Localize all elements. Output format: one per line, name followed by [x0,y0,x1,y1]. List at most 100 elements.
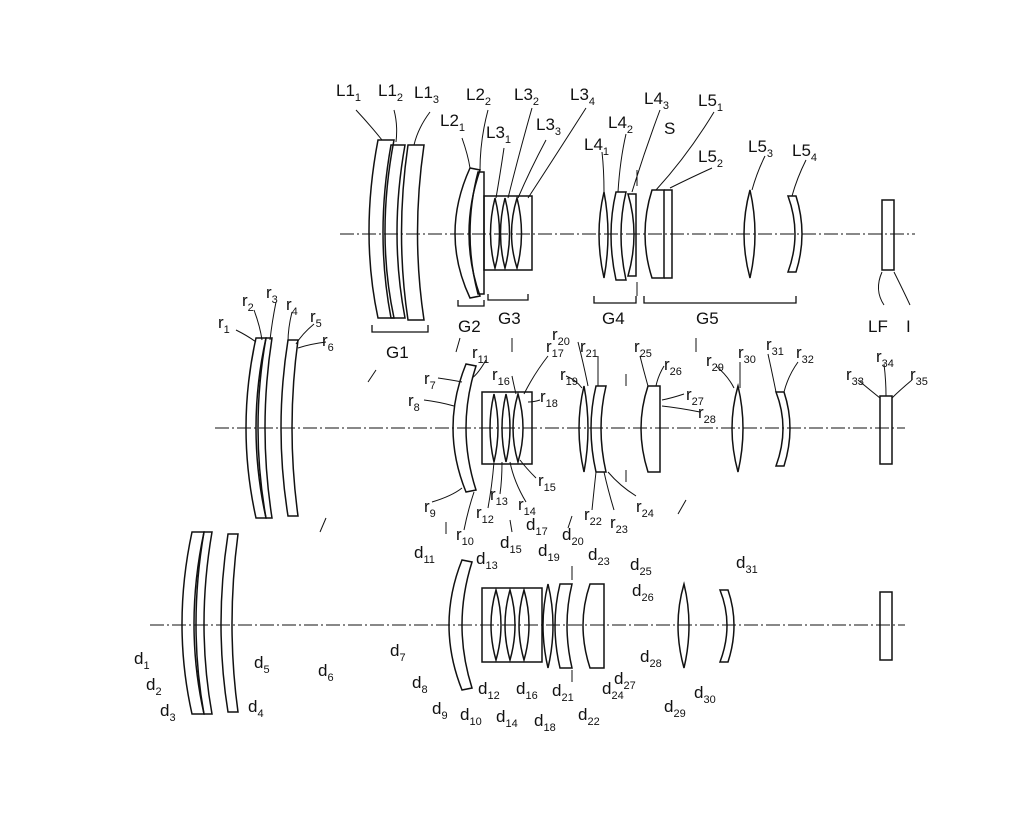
lens-row3-g4b [554,583,573,669]
label-surface-r27: r27 [686,385,704,408]
label-spacing-d4: d4 [248,697,264,720]
lead-i [893,271,911,306]
label-surface-r29: r29 [706,351,724,374]
lens-row3-g2 [448,559,473,691]
label-lens-l2-2: L22 [466,85,491,108]
lead-r35 [891,379,913,399]
label-lens-l3-2: L32 [514,85,539,108]
bracket-g2 [457,300,485,307]
label-spacing-d17: d17 [526,515,548,538]
label-surface-r33: r33 [846,365,864,388]
label-spacing-d8: d8 [412,673,428,696]
lead-r19 [565,375,583,389]
lead-r20 [577,341,589,387]
label-spacing-d24: d24 [602,679,624,702]
lead-l4-1 [601,151,605,193]
label-surface-r8: r8 [408,391,420,414]
lens-l4-3 [626,193,637,277]
label-surface-r34: r34 [876,347,894,370]
lead-r14 [509,461,527,503]
lead-l5-3 [751,155,766,191]
label-spacing-d2: d2 [146,675,162,698]
arrow-row2-b [455,337,461,353]
lead-l1-2 [393,109,398,143]
label-surface-r16: r16 [492,365,510,388]
lens-l5-3 [743,189,756,279]
lens-row3-g3c [518,587,530,663]
arrow-row2-h [509,519,513,533]
label-surface-r10: r10 [456,525,474,548]
label-surface-r18: r18 [540,387,558,410]
label-spacing-d30: d30 [694,683,716,706]
label-spacing-d13: d13 [476,549,498,572]
lead-r15 [519,459,537,479]
label-spacing-d1: d1 [134,649,150,672]
label-group-g4: G4 [602,309,625,328]
lens-row3-g5b [677,581,690,669]
label-surface-r7: r7 [424,369,436,392]
lead-r27 [661,393,685,401]
lead-r11 [471,359,487,379]
lens-l5-2 [664,189,673,279]
lens-r4-r6 [280,339,299,517]
lens-row3-g3b [504,587,516,663]
lead-l2-2 [479,109,489,171]
filter-row3 [879,591,893,661]
lead-r8 [423,399,455,407]
label-surface-r24: r24 [636,497,654,520]
lead-r17 [523,355,549,395]
label-surface-r17: r17 [546,337,564,360]
label-lens-l3-1: L31 [486,123,511,146]
label-lens-l4-2: L42 [608,113,633,136]
label-surface-r21: r21 [580,337,598,360]
label-surface-r15: r15 [538,471,556,494]
lens-l2-2 [469,171,485,295]
group-g3-lenses [483,195,533,271]
lead-r34 [883,363,887,397]
label-group-g1: G1 [386,343,409,362]
group-g5-lenses [644,189,803,279]
label-group-g2: G2 [458,317,481,336]
lead-l3-1 [495,147,505,199]
lens-row3-g5c [718,589,735,663]
lead-r5 [295,323,315,345]
label-spacing-d18: d18 [534,711,556,734]
lead-r24 [607,471,637,497]
lens-r29-r30 [731,383,744,473]
lens-l2-1 [454,167,481,299]
label-spacing-d5: d5 [254,653,270,676]
label-surface-r35: r35 [910,365,928,388]
label-lens-l1-2: L12 [378,81,403,104]
lens-r25-r27 [640,385,661,473]
label-surface-r28: r28 [698,403,716,426]
label-surface-r20: r20 [552,325,570,348]
label-surface-r30: r30 [738,343,756,366]
lens-l5-4 [786,195,803,273]
label-spacing-d28: d28 [640,647,662,670]
lead-r16 [511,375,517,395]
lead-r6 [297,341,327,349]
lens-row3-g1c [220,533,239,713]
label-spacing-d22: d22 [578,705,600,728]
lead-l1-3 [413,111,431,146]
lead-r32 [783,361,799,393]
group-g4-lenses [598,191,637,281]
label-spacing-d7: d7 [390,641,406,664]
row-3-spacing-layout [150,531,905,715]
arrow-row2-i [567,515,573,529]
lens-l3-1 [489,197,501,271]
lead-r22 [591,471,597,511]
lens-r3 [257,337,273,519]
lead-r10 [463,491,475,531]
lens-l3-2 [499,197,511,271]
lens-barrel-row2-g3 [481,391,533,465]
lens-l1-2 [382,144,406,319]
label-lens-l3-4: L34 [570,85,595,108]
bracket-g3 [487,294,529,301]
lead-r13 [499,461,503,495]
lead-r9 [431,487,463,503]
lead-l2-1 [461,137,471,169]
label-lens-s: S [664,119,675,138]
label-spacing-d6: d6 [318,661,334,684]
